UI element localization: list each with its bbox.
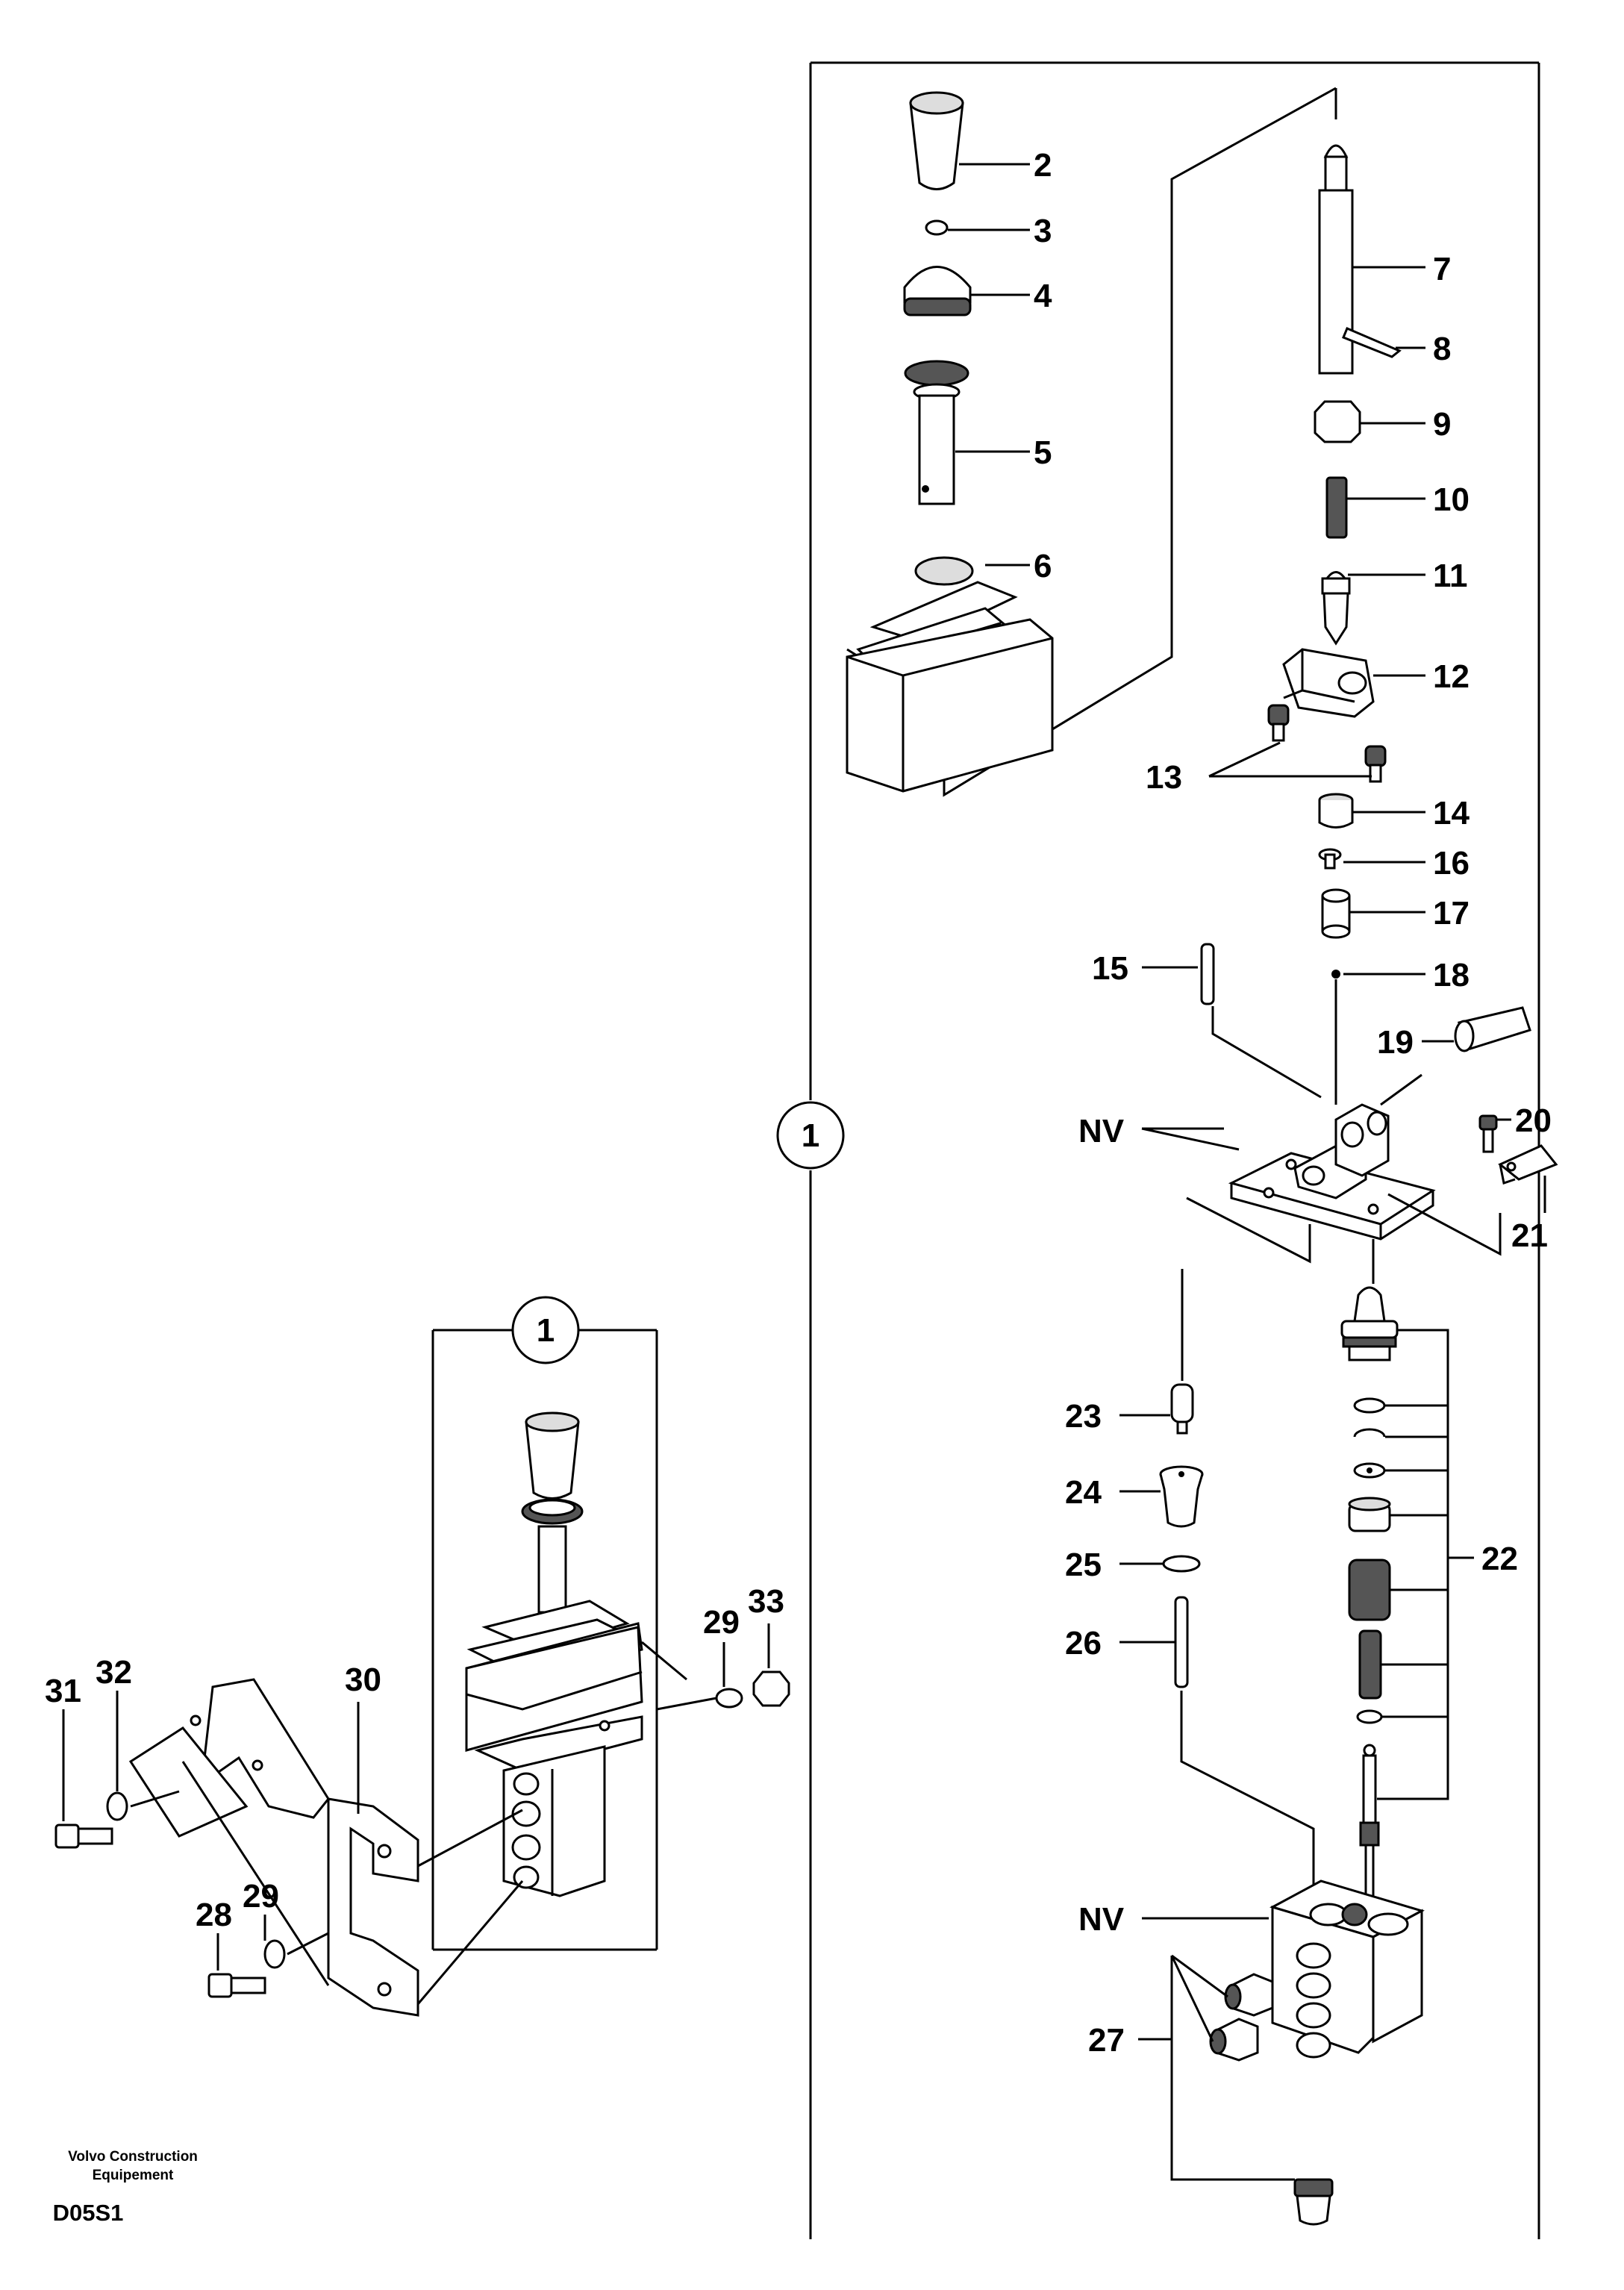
label-29-left: 29 bbox=[243, 1878, 279, 1915]
drawing-code: D05S1 bbox=[53, 2200, 124, 2226]
assembled-control-valve bbox=[465, 1411, 643, 1897]
part-11-plunger: 11 bbox=[1321, 558, 1468, 646]
part-19-bushing: 19 bbox=[1377, 1006, 1531, 1061]
label-10: 10 bbox=[1433, 481, 1470, 518]
label-13: 13 bbox=[1146, 759, 1182, 796]
callout-main-1: 1 bbox=[802, 1117, 819, 1154]
label-nv-bottom: NV bbox=[1078, 1901, 1125, 1938]
part-16-pin: 16 bbox=[1318, 845, 1470, 882]
label-7: 7 bbox=[1433, 251, 1451, 287]
part-13-screws: 13 bbox=[1146, 704, 1387, 796]
part-21-bracket: 21 bbox=[1498, 1144, 1558, 1254]
label-3: 3 bbox=[1034, 213, 1052, 249]
label-nv-top: NV bbox=[1078, 1113, 1125, 1149]
part-29-washer-right: 29 bbox=[641, 1604, 743, 1711]
label-16: 16 bbox=[1433, 845, 1470, 882]
label-22: 22 bbox=[1481, 1541, 1518, 1577]
part-20-screw: 20 bbox=[1478, 1102, 1552, 1153]
label-28: 28 bbox=[196, 1897, 232, 1933]
valve-body-assembly: NV bbox=[1078, 1879, 1425, 2059]
part-32-washer: 32 bbox=[96, 1654, 180, 1821]
part-3-ring: 3 bbox=[925, 213, 1052, 249]
label-14: 14 bbox=[1433, 795, 1470, 832]
label-9: 9 bbox=[1433, 406, 1451, 443]
callout-circle-install bbox=[511, 1296, 580, 1364]
label-5: 5 bbox=[1034, 434, 1052, 471]
part-17-bush: 17 bbox=[1321, 888, 1470, 939]
part-22-valve-stack: 22 bbox=[1340, 1286, 1518, 1906]
part-30-mounting-bracket: 30 bbox=[128, 1662, 524, 2017]
label-26: 26 bbox=[1065, 1625, 1102, 1662]
label-29-right: 29 bbox=[703, 1604, 740, 1641]
part-14-cup: 14 bbox=[1318, 793, 1470, 832]
part-5-sleeve: 5 bbox=[904, 360, 1052, 505]
part-25-oring: 25 bbox=[1065, 1547, 1201, 1583]
label-24: 24 bbox=[1065, 1474, 1102, 1511]
label-2: 2 bbox=[1034, 147, 1052, 184]
label-18: 18 bbox=[1433, 957, 1470, 993]
label-30: 30 bbox=[345, 1662, 381, 1698]
footer: Volvo Construction Equipement D05S1 bbox=[53, 2149, 198, 2226]
callout-install-1: 1 bbox=[537, 1312, 555, 1349]
label-15: 15 bbox=[1092, 950, 1128, 987]
part-27-fittings: 27 bbox=[1088, 1954, 1334, 2226]
label-4: 4 bbox=[1034, 278, 1052, 314]
label-25: 25 bbox=[1065, 1547, 1102, 1583]
part-6-bellows: 6 bbox=[846, 548, 1054, 793]
part-9-nut: 9 bbox=[1314, 400, 1451, 443]
company-name-line2: Equipement bbox=[93, 2168, 174, 2183]
part-28-bolt: 28 bbox=[196, 1897, 266, 1998]
part-24-plug: 24 bbox=[1065, 1465, 1204, 1528]
label-27: 27 bbox=[1088, 2022, 1125, 2059]
label-31: 31 bbox=[45, 1673, 81, 1709]
label-20: 20 bbox=[1515, 1102, 1552, 1139]
label-33: 33 bbox=[748, 1583, 784, 1620]
part-18-ball: 18 bbox=[1331, 957, 1470, 993]
part-31-bolt: 31 bbox=[45, 1673, 113, 1849]
part-26-pin: 26 bbox=[1065, 1596, 1315, 1926]
label-11: 11 bbox=[1433, 558, 1468, 594]
label-17: 17 bbox=[1433, 895, 1470, 932]
label-23: 23 bbox=[1065, 1398, 1102, 1435]
part-29-washer-left: 29 bbox=[243, 1878, 329, 1969]
part-2-knob: 2 bbox=[909, 91, 1052, 190]
part-15-pin: 15 bbox=[1092, 943, 1215, 1005]
label-12: 12 bbox=[1433, 658, 1470, 695]
part-7-rod: 7 bbox=[1318, 144, 1451, 375]
part-8-clip: 8 bbox=[1342, 327, 1451, 367]
company-name-line1: Volvo Construction bbox=[68, 2149, 198, 2165]
part-23-cap: 23 bbox=[1065, 1269, 1194, 1435]
label-21: 21 bbox=[1511, 1217, 1548, 1254]
part-4-cap: 4 bbox=[903, 266, 1052, 316]
main-view-frame: 1 bbox=[776, 61, 1540, 2239]
part-12-yoke: 12 bbox=[1282, 648, 1470, 718]
part-10-spring: 10 bbox=[1325, 476, 1470, 539]
label-8: 8 bbox=[1433, 331, 1451, 367]
label-19: 19 bbox=[1377, 1024, 1414, 1061]
label-6: 6 bbox=[1034, 548, 1052, 584]
install-view-frame: 1 bbox=[431, 1296, 658, 1951]
label-32: 32 bbox=[96, 1654, 132, 1691]
callout-circle-main bbox=[776, 1101, 845, 1170]
top-plate-assembly: NV bbox=[1078, 979, 1502, 1284]
part-33-nut: 33 bbox=[748, 1583, 790, 1707]
